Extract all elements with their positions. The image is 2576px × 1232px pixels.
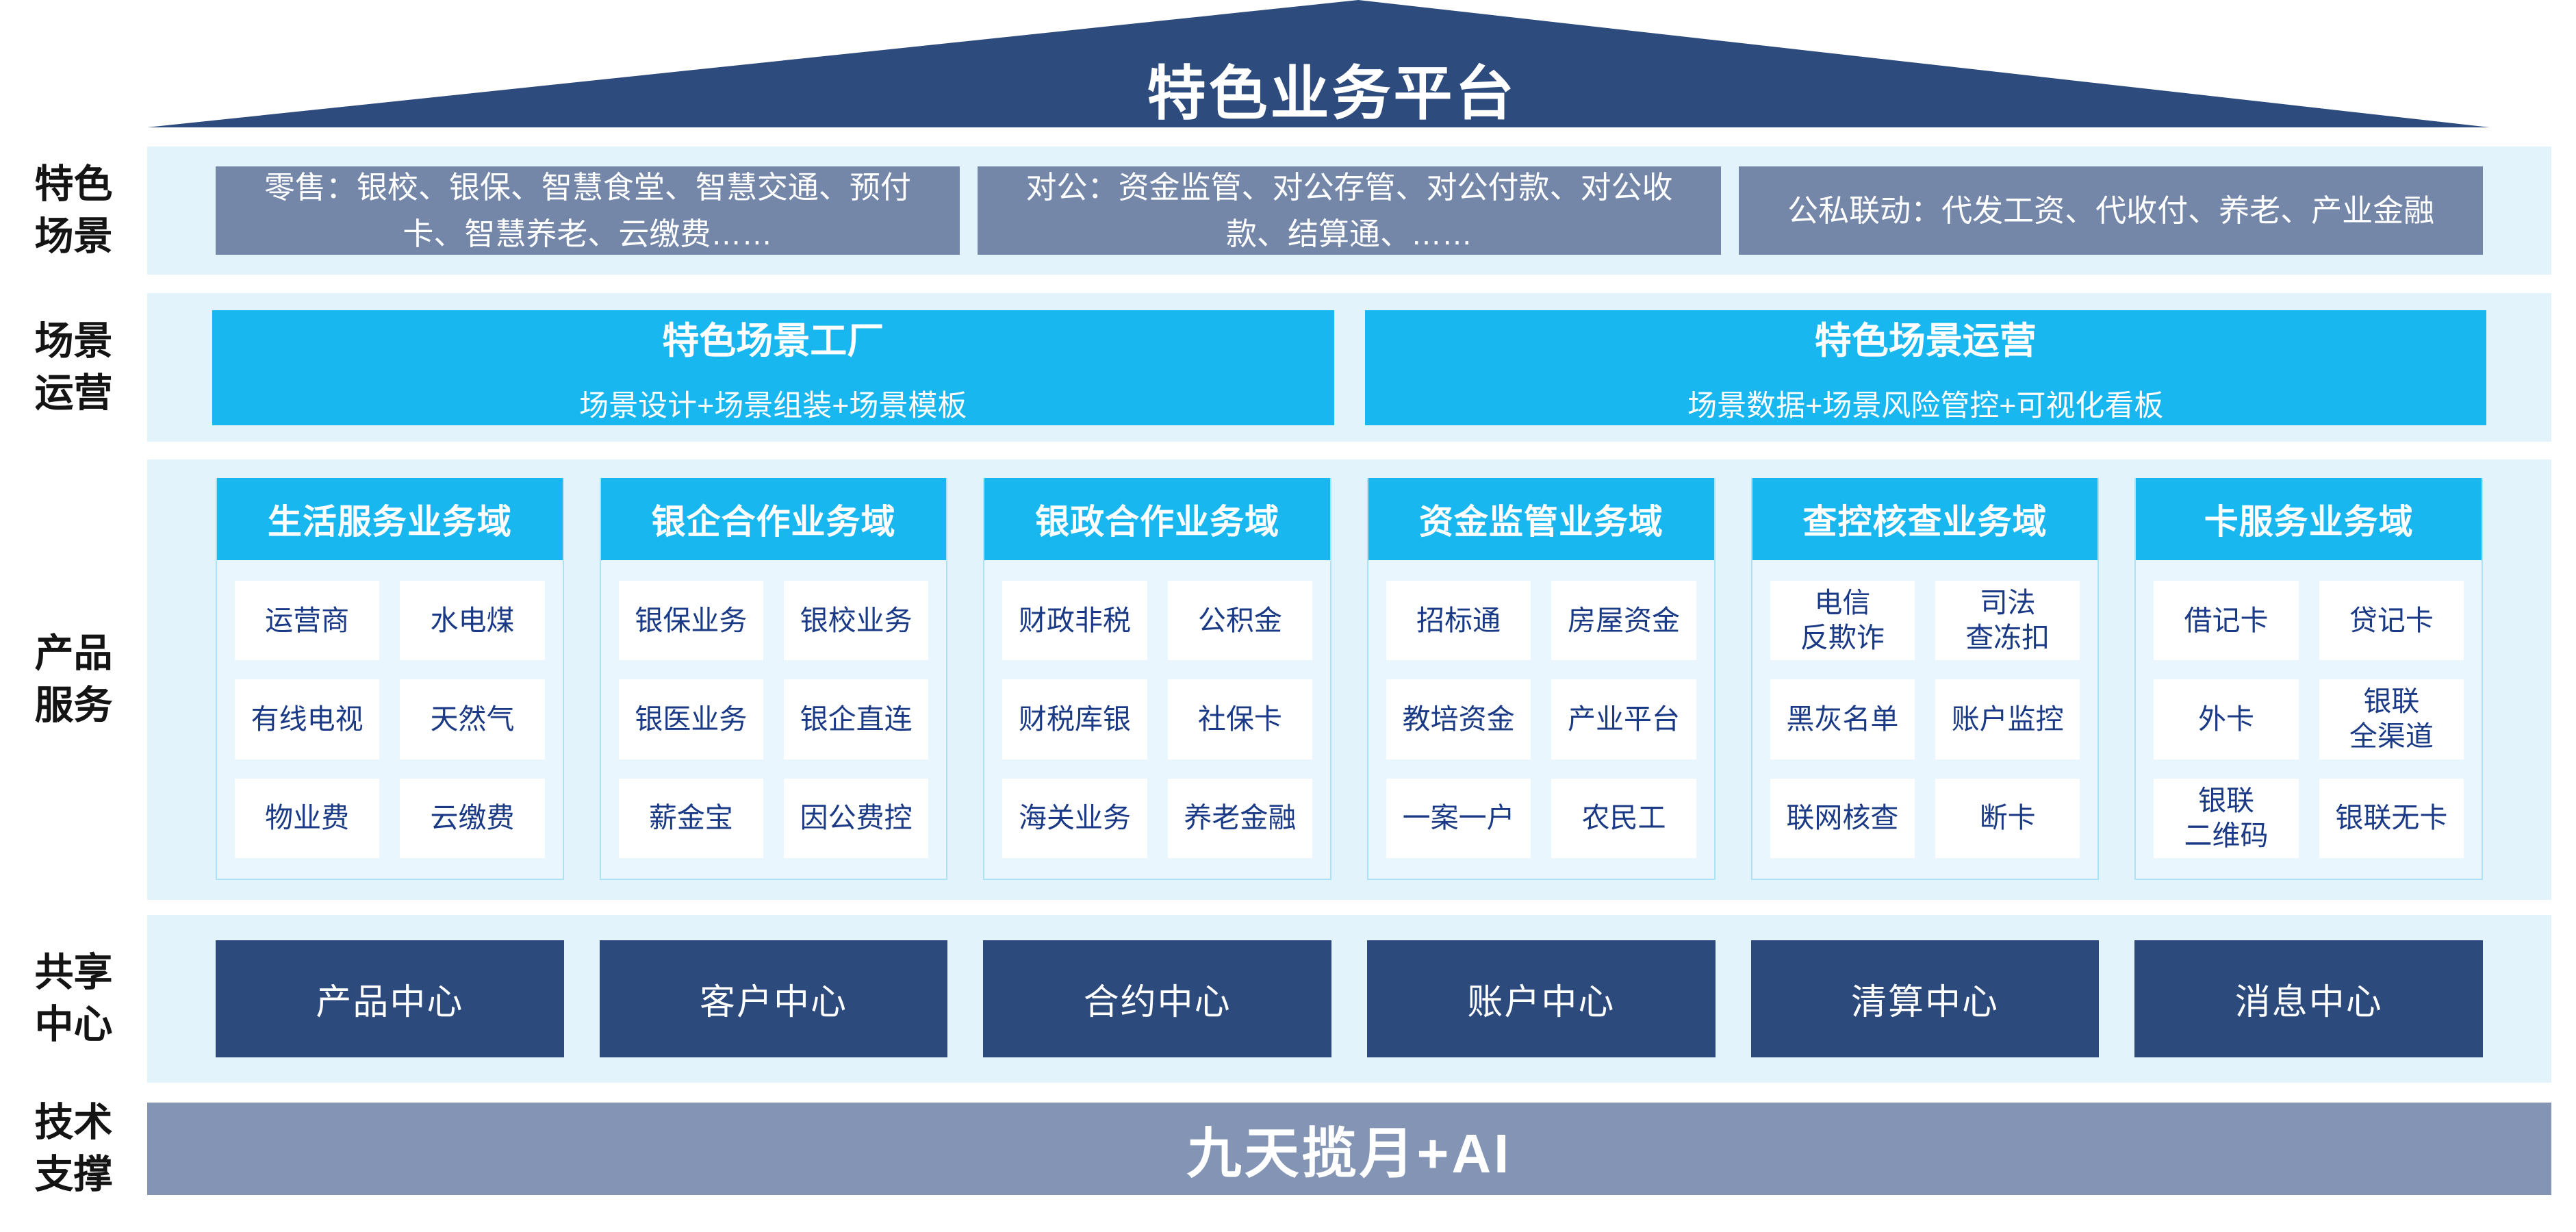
scenes-band: 零售：银校、银保、智慧食堂、智慧交通、预付卡、智慧养老、云缴费…… 对公：资金监… <box>147 147 2551 275</box>
domain-panel-body: 运营商 水电煤 有线电视 天然气 物业费 云缴费 <box>217 560 563 879</box>
scene-factory-subtitle: 场景设计+场景组装+场景模板 <box>579 390 967 423</box>
domain-panel-bank-government: 银政合作业务域 财政非税 公积金 财税库银 社保卡 海关业务 养老金融 <box>983 478 1332 880</box>
domain-cell: 房屋资金 <box>1551 581 1696 661</box>
domain-panel-bank-enterprise: 银企合作业务域 银保业务 银校业务 银医业务 银企直连 薪金宝 因公费控 <box>599 478 948 880</box>
domain-panel-header: 生活服务业务域 <box>217 478 563 560</box>
domain-cell: 云缴费 <box>400 778 545 858</box>
domain-cell: 因公费控 <box>784 778 929 858</box>
side-label-shared-center: 共享 中心 <box>34 951 113 1046</box>
center-box-settlement: 清算中心 <box>1750 940 2100 1057</box>
domain-cell: 招标通 <box>1386 581 1531 661</box>
side-column-centers: 共享 中心 <box>0 915 147 1083</box>
domain-cell: 教培资金 <box>1386 679 1531 759</box>
domain-cell: 水电煤 <box>400 581 545 661</box>
domain-panel-header: 银企合作业务域 <box>600 478 947 560</box>
scene-operation-box: 特色场景运营 场景数据+场景风险管控+可视化看板 <box>1364 310 2486 425</box>
side-label-scene-operation: 场景 运营 <box>34 319 113 415</box>
domain-cell: 公积金 <box>1167 581 1313 661</box>
domain-panel-body: 电信 反欺诈 司法 查冻扣 黑灰名单 账户监控 联网核查 断卡 <box>1752 560 2098 879</box>
tech-support-bar: 九天揽月+AI <box>147 1103 2551 1195</box>
scene-operation-subtitle: 场景数据+场景风险管控+可视化看板 <box>1687 390 2164 423</box>
domain-panel-inspection-verification: 查控核查业务域 电信 反欺诈 司法 查冻扣 黑灰名单 账户监控 联网核查 断卡 <box>1750 478 2100 880</box>
domain-cell: 银联 二维码 <box>2154 778 2299 858</box>
domain-cell: 贷记卡 <box>2319 581 2464 661</box>
domain-panel-header: 卡服务业务域 <box>2136 478 2482 560</box>
domain-cell: 银企直连 <box>784 679 929 759</box>
domain-cell: 银保业务 <box>618 581 763 661</box>
centers-band: 产品中心 客户中心 合约中心 账户中心 清算中心 消息中心 <box>147 915 2551 1083</box>
side-label-tech-support: 技术 支撑 <box>34 1101 113 1196</box>
scenes-row: 特色 场景 零售：银校、银保、智慧食堂、智慧交通、预付卡、智慧养老、云缴费…… … <box>0 147 2576 275</box>
side-label-special-scenes: 特色 场景 <box>34 162 113 258</box>
scene-operation-title: 特色场景运营 <box>1814 320 2037 362</box>
tech-support-row: 技术 支撑 九天揽月+AI <box>0 1101 2576 1196</box>
domain-panel-fund-supervision: 资金监管业务域 招标通 房屋资金 教培资金 产业平台 一案一户 农民工 <box>1367 478 1716 880</box>
domain-cell: 一案一户 <box>1386 778 1531 858</box>
domain-cell: 银医业务 <box>618 679 763 759</box>
domain-panel-body: 借记卡 贷记卡 外卡 银联 全渠道 银联 二维码 银联无卡 <box>2136 560 2482 879</box>
domain-cell: 物业费 <box>235 778 380 858</box>
products-band: 生活服务业务域 运营商 水电煤 有线电视 天然气 物业费 云缴费 银企合作业务域… <box>147 460 2551 900</box>
side-column-tech: 技术 支撑 <box>0 1101 147 1196</box>
domain-cell: 社保卡 <box>1167 679 1313 759</box>
domain-cell: 账户监控 <box>1935 679 2080 759</box>
side-column-scenes: 特色 场景 <box>0 147 147 275</box>
center-box-customer: 客户中心 <box>599 940 948 1057</box>
domain-cell: 电信 反欺诈 <box>1770 581 1915 661</box>
domain-cell: 运营商 <box>235 581 380 661</box>
side-label-product-service: 产品 服务 <box>34 631 113 727</box>
tech-support-label: 九天揽月+AI <box>1186 1122 1512 1184</box>
domain-panel-card-services: 卡服务业务域 借记卡 贷记卡 外卡 银联 全渠道 银联 二维码 银联无卡 <box>2134 478 2484 880</box>
scene-factory-title: 特色场景工厂 <box>662 320 884 362</box>
side-column-products: 产品 服务 <box>0 460 147 900</box>
domain-panel-header: 银政合作业务域 <box>984 478 1331 560</box>
domain-panel-life-services: 生活服务业务域 运营商 水电煤 有线电视 天然气 物业费 云缴费 <box>216 478 564 880</box>
scene-factory-box: 特色场景工厂 场景设计+场景组装+场景模板 <box>212 310 1334 425</box>
domain-panel-header: 查控核查业务域 <box>1752 478 2098 560</box>
domain-cell: 借记卡 <box>2154 581 2299 661</box>
domain-cell: 有线电视 <box>235 679 380 759</box>
domain-cell: 断卡 <box>1935 778 2080 858</box>
scene-box-public-private: 公私联动：代发工资、代收付、养老、产业金融 <box>1739 166 2484 255</box>
products-row: 产品 服务 生活服务业务域 运营商 水电煤 有线电视 天然气 物业费 云缴费 银… <box>0 460 2576 900</box>
platform-title: 特色业务平台 <box>1147 61 1517 127</box>
domain-cell: 天然气 <box>400 679 545 759</box>
domain-cell: 农民工 <box>1551 778 1696 858</box>
center-box-message: 消息中心 <box>2134 940 2484 1057</box>
scene-box-corporate: 对公：资金监管、对公存管、对公付款、对公收款、结算通、…… <box>977 166 1722 255</box>
domain-panel-body: 招标通 房屋资金 教培资金 产业平台 一案一户 农民工 <box>1368 560 1714 879</box>
domain-cell: 养老金融 <box>1167 778 1313 858</box>
operation-row: 场景 运营 特色场景工厂 场景设计+场景组装+场景模板 特色场景运营 场景数据+… <box>0 293 2576 442</box>
center-box-product: 产品中心 <box>216 940 564 1057</box>
domain-cell: 联网核查 <box>1770 778 1915 858</box>
centers-row: 共享 中心 产品中心 客户中心 合约中心 账户中心 清算中心 消息中心 <box>0 915 2576 1083</box>
domain-cell: 海关业务 <box>1002 778 1147 858</box>
domain-cell: 银校业务 <box>784 581 929 661</box>
domain-cell: 财税库银 <box>1002 679 1147 759</box>
side-column-operation: 场景 运营 <box>0 293 147 442</box>
domain-panel-header: 资金监管业务域 <box>1368 478 1714 560</box>
domain-cell: 财政非税 <box>1002 581 1147 661</box>
domain-cell: 黑灰名单 <box>1770 679 1915 759</box>
center-box-account: 账户中心 <box>1367 940 1716 1057</box>
center-box-contract: 合约中心 <box>983 940 1332 1057</box>
scene-box-retail: 零售：银校、银保、智慧食堂、智慧交通、预付卡、智慧养老、云缴费…… <box>216 166 960 255</box>
domain-cell: 银联 全渠道 <box>2319 679 2464 759</box>
domain-cell: 司法 查冻扣 <box>1935 581 2080 661</box>
domain-cell: 外卡 <box>2154 679 2299 759</box>
domain-panel-body: 银保业务 银校业务 银医业务 银企直连 薪金宝 因公费控 <box>601 560 947 879</box>
domain-cell: 薪金宝 <box>618 778 763 858</box>
domain-cell: 产业平台 <box>1551 679 1696 759</box>
domain-panel-body: 财政非税 公积金 财税库银 社保卡 海关业务 养老金融 <box>984 560 1330 879</box>
operation-band: 特色场景工厂 场景设计+场景组装+场景模板 特色场景运营 场景数据+场景风险管控… <box>147 293 2551 442</box>
domain-cell: 银联无卡 <box>2319 778 2464 858</box>
